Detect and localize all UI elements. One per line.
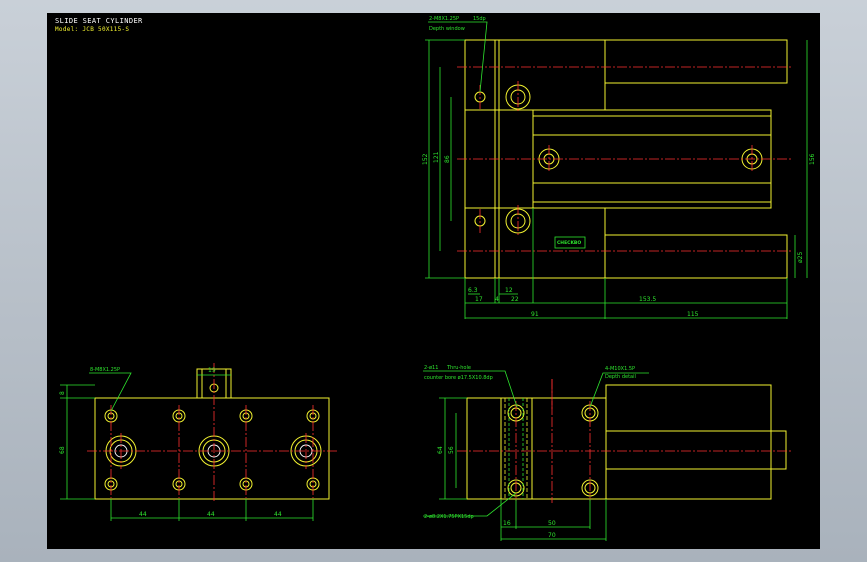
br-callout-tap-note: Depth detail [605, 374, 636, 380]
top-dim-156: 156 [809, 153, 816, 165]
top-dim-22: 22 [511, 296, 519, 303]
top-callout: 2-M8X1.25P [429, 16, 459, 22]
top-dim-4: 4 [495, 296, 499, 303]
bl-base-plate [94, 397, 330, 500]
bl-dim-44a: 44 [139, 511, 147, 518]
top-dim-17: 17 [475, 296, 483, 303]
top-callout-depth: 15dp [473, 16, 486, 22]
top-dim-115: 115 [687, 311, 699, 318]
bl-dim-19: 19 [208, 367, 216, 374]
top-block-upper [464, 39, 606, 111]
bottom-right-view: 64 56 16 50 70 2-ø11 Thru-hole counter b… [423, 365, 792, 541]
top-dim-121: 121 [433, 151, 440, 163]
bottom-left-view: 19 8 68 44 44 44 8-M8X1.25P [59, 363, 337, 521]
top-dim-6-3: 6.3 [468, 287, 478, 294]
top-view: CHECKBO 152 121 86 156 ø25 6.3 12 [422, 16, 816, 319]
br-dim-16: 16 [503, 520, 511, 527]
top-block-lower [464, 207, 606, 279]
br-dim-70: 70 [548, 532, 556, 539]
br-rod [605, 430, 787, 470]
top-dim-152: 152 [422, 153, 429, 165]
brand-label: CHECKBO [557, 240, 581, 246]
br-callout-bottom: 2-ø8.2X1.75PX15dp [424, 514, 474, 520]
br-end-plate [466, 397, 502, 500]
bl-dim-44b: 44 [207, 511, 215, 518]
br-callout-thru: 2-ø11 [424, 365, 438, 371]
br-dim-56: 56 [448, 446, 455, 454]
top-dim-91: 91 [531, 311, 539, 318]
top-dim-12: 12 [505, 287, 513, 294]
bl-dim-44c: 44 [274, 511, 282, 518]
top-dim-rod: ø25 [797, 252, 804, 263]
drawing-model: Model: JCB 50X115-S [55, 26, 130, 33]
br-dim-64: 64 [437, 446, 444, 454]
drawing-canvas: CHECKBO 152 121 86 156 ø25 6.3 12 [59, 16, 816, 541]
top-dim-86: 86 [444, 155, 451, 163]
br-cylinder-body [605, 384, 772, 500]
br-callout-thru-note: Thru-hole [446, 365, 471, 371]
br-dim-50: 50 [548, 520, 556, 527]
bl-dim-68: 68 [59, 446, 66, 454]
top-dim-153-5: 153.5 [639, 296, 656, 303]
bl-callout: 8-M8X1.25P [90, 367, 120, 373]
cad-viewport[interactable]: SLIDE SEAT CYLINDER Model: JCB 50X115-S [47, 13, 820, 549]
top-rod-lower [604, 234, 788, 279]
top-rod-upper [604, 39, 788, 84]
br-callout-cbore: counter bore ø17.5X10.8dp [424, 375, 493, 381]
top-callout-note: Depth window [429, 26, 465, 32]
br-callout-tap: 4-M10X1.5P [605, 366, 635, 372]
bl-dim-8: 8 [59, 391, 66, 395]
drawing-title: SLIDE SEAT CYLINDER [55, 17, 143, 25]
